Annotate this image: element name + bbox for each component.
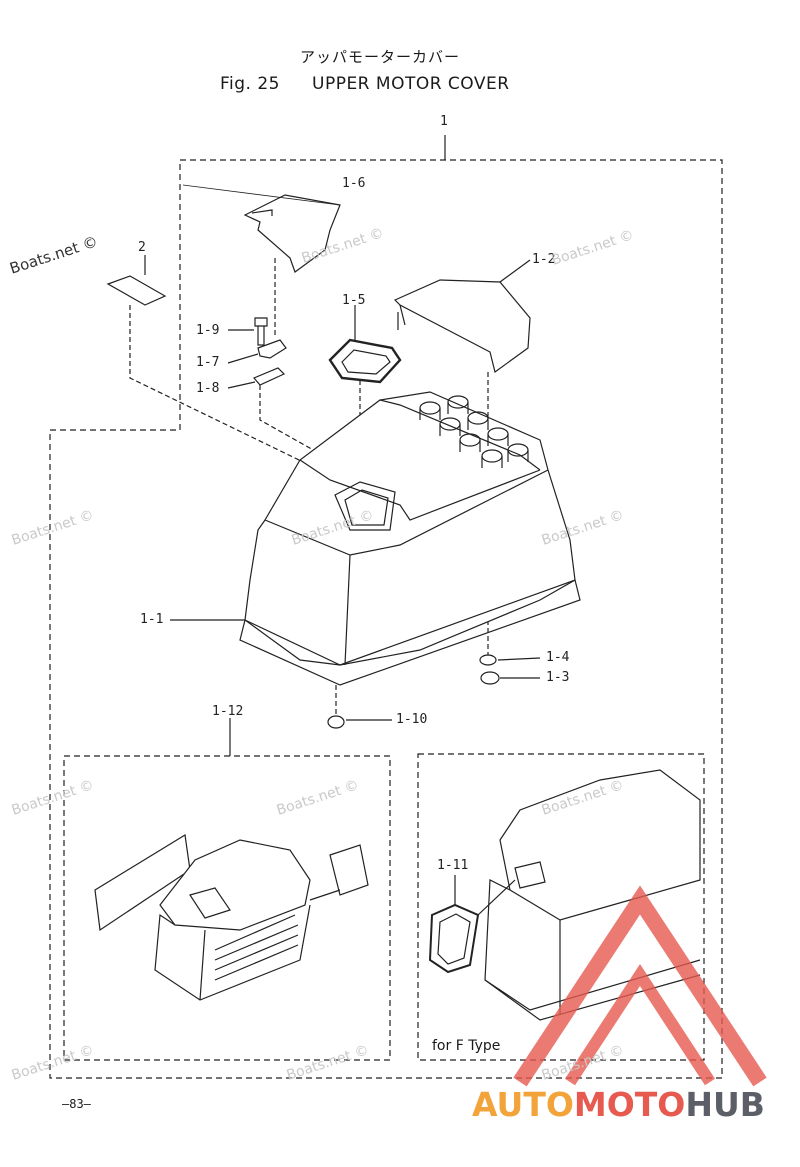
inset-box-f-type	[417, 753, 705, 1061]
part-1-2-cap	[393, 279, 531, 374]
automotohub-logo: AUTOMOTOHUB	[472, 1085, 765, 1124]
label-part-1-8: 1-8	[196, 381, 220, 396]
part-1-3-nut	[480, 671, 500, 685]
assembly-boundary	[49, 159, 723, 1079]
logo-triangle-mark	[513, 885, 767, 1087]
label-part-1-6: 1-6	[342, 176, 366, 191]
label-part-1-4: 1-4	[546, 650, 570, 665]
figure-name: UPPER MOTOR COVER	[312, 74, 510, 94]
part-1-8-bracket	[253, 367, 286, 386]
label-part-1-3: 1-3	[546, 670, 570, 685]
label-part-1-11: 1-11	[437, 858, 469, 873]
label-part-1-7: 1-7	[196, 355, 220, 370]
figure-number: Fig. 25	[220, 74, 280, 94]
label-part-1-1: 1-1	[140, 612, 164, 627]
label-part-1-2: 1-2	[532, 252, 556, 267]
page-number: —83—	[62, 1097, 91, 1111]
label-part-1-5: 1-5	[342, 293, 366, 308]
vent-cylinders	[419, 395, 529, 468]
part-1-4-washer	[479, 654, 497, 666]
figure-title: Fig. 25 UPPER MOTOR COVER	[220, 74, 510, 94]
label-part-1-12: 1-12	[212, 704, 244, 719]
part-1-9-screw	[254, 317, 268, 346]
label-part-1-10: 1-10	[396, 712, 428, 727]
logo-part-auto: AUTO	[472, 1085, 574, 1124]
part-1-1-main-cover	[244, 391, 576, 666]
inset-f-type-drawing	[428, 769, 701, 1021]
part-1-6-plate	[243, 194, 341, 273]
part-1-10-nut	[327, 715, 345, 729]
label-part-2: 2	[138, 240, 146, 255]
label-part-1: 1	[440, 114, 448, 129]
logo-part-moto: MOTO	[573, 1085, 686, 1124]
part-2-sticker	[106, 275, 167, 306]
inset-note-f-type: for F Type	[432, 1038, 501, 1054]
inset-box-1-12	[63, 755, 391, 1061]
label-part-1-9: 1-9	[196, 323, 220, 338]
title-japanese: アッパモーターカバー	[300, 48, 461, 66]
inset-1-12-drawing	[94, 834, 369, 1001]
part-1-7-clip	[257, 339, 287, 359]
cover-opening	[334, 481, 396, 531]
logo-part-hub: HUB	[685, 1085, 765, 1124]
